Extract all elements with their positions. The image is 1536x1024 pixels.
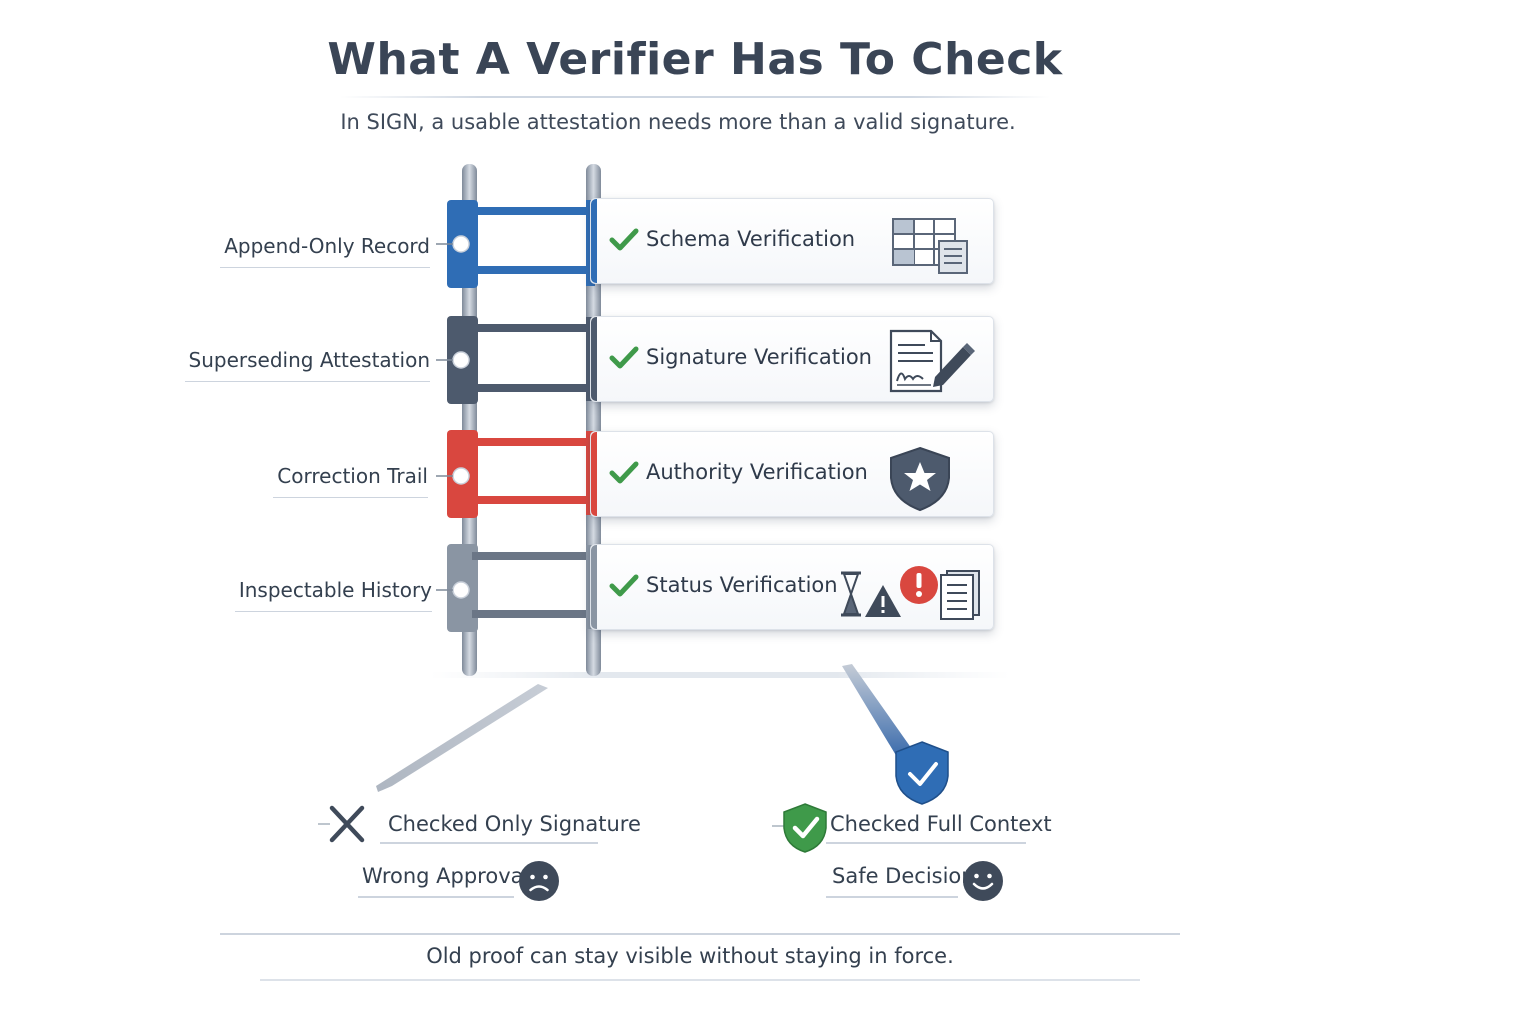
schema-table-icon bbox=[892, 218, 968, 274]
alert-circle-icon bbox=[900, 566, 938, 604]
label-safe-decision: Safe Decision bbox=[832, 864, 975, 888]
divider bbox=[358, 896, 514, 898]
check-icon bbox=[609, 346, 639, 369]
label-correction-trail: Correction Trail bbox=[273, 464, 428, 498]
ladder-ground bbox=[430, 672, 1010, 678]
card-stripe bbox=[591, 432, 597, 516]
card-signature-verification: Signature Verification bbox=[590, 316, 994, 402]
footer-caption: Old proof can stay visible without stayi… bbox=[426, 944, 954, 968]
card-title: Schema Verification bbox=[646, 227, 856, 251]
card-title: Authority Verification bbox=[646, 460, 868, 484]
check-icon bbox=[609, 574, 639, 597]
card-stripe bbox=[591, 317, 597, 401]
card-title: Signature Verification bbox=[646, 345, 872, 369]
divider bbox=[826, 842, 1026, 844]
label-superseding-attestation: Superseding Attestation bbox=[184, 348, 430, 382]
check-icon bbox=[609, 228, 639, 251]
rung-superseding bbox=[436, 316, 595, 404]
rung-inspectable bbox=[436, 544, 595, 632]
document-stack-icon bbox=[940, 570, 980, 620]
card-title: Status Verification bbox=[646, 573, 838, 597]
label-checked-only-signature: Checked Only Signature bbox=[388, 812, 641, 836]
card-schema-verification: Schema Verification bbox=[590, 198, 994, 284]
label-inspectable-history: Inspectable History bbox=[234, 578, 432, 612]
shield-check-icon bbox=[895, 741, 949, 805]
page-subtitle: In SIGN, a usable attestation needs more… bbox=[340, 110, 1016, 134]
signed-document-icon bbox=[889, 329, 975, 393]
beam-to-good-outcome bbox=[842, 664, 914, 762]
sad-face-icon bbox=[519, 861, 559, 901]
label-checked-full-context: Checked Full Context bbox=[830, 812, 1052, 836]
rung-append-only bbox=[436, 200, 595, 288]
status-warnings-icon bbox=[841, 566, 980, 620]
divider bbox=[826, 896, 958, 898]
card-authority-verification: Authority Verification bbox=[590, 431, 994, 517]
check-icon bbox=[609, 461, 639, 484]
shield-star-icon bbox=[890, 446, 950, 512]
cross-icon bbox=[318, 805, 365, 843]
divider bbox=[380, 842, 598, 844]
smile-face-icon bbox=[963, 861, 1003, 901]
card-status-verification: Status Verification bbox=[590, 544, 994, 630]
hourglass-icon bbox=[841, 571, 861, 617]
title-divider bbox=[340, 96, 1050, 98]
beam-to-bad-outcome bbox=[376, 684, 548, 792]
green-shield-check-icon bbox=[772, 803, 827, 853]
card-stripe bbox=[591, 545, 597, 629]
card-stripe bbox=[591, 199, 597, 283]
label-wrong-approval: Wrong Approval bbox=[362, 864, 530, 888]
label-append-only-record: Append-Only Record bbox=[220, 234, 430, 268]
rung-correction bbox=[436, 430, 595, 518]
warning-triangle-icon bbox=[865, 585, 901, 617]
page-title: What A Verifier Has To Check bbox=[327, 34, 1063, 85]
